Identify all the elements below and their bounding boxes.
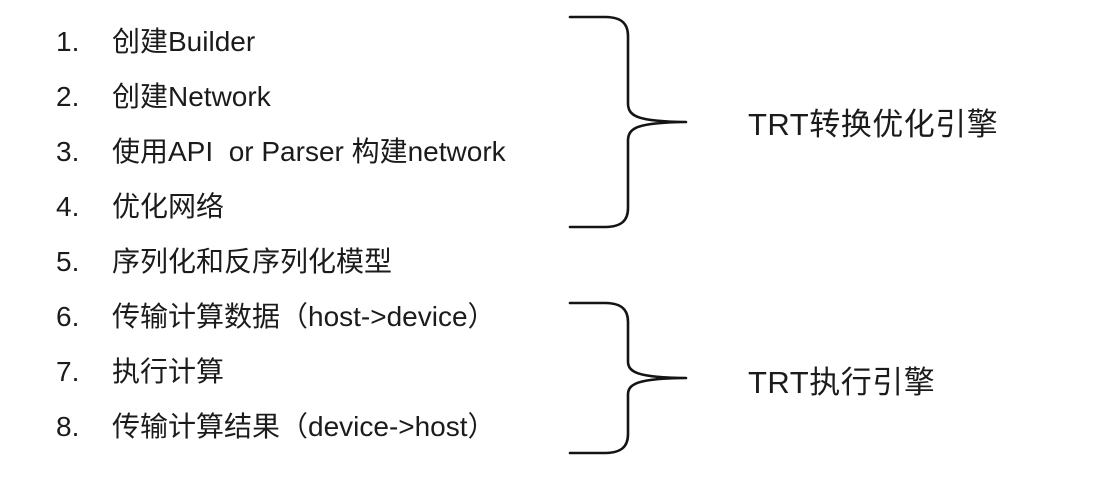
step-item: 7. 执行计算 xyxy=(56,355,224,389)
step-item: 1. 创建Builder xyxy=(56,25,255,59)
step-item: 8. 传输计算结果（device->host） xyxy=(56,410,496,444)
step-text: 使用API or Parser 构建network xyxy=(112,136,506,167)
step-text: 执行计算 xyxy=(112,356,225,387)
step-number: 5. xyxy=(56,246,80,277)
step-number: 2. xyxy=(56,81,80,112)
step-item: 4. 优化网络 xyxy=(56,190,224,224)
step-number: 8. xyxy=(56,411,80,442)
step-item: 6. 传输计算数据（host->device） xyxy=(56,300,496,334)
step-number: 1. xyxy=(56,26,80,57)
step-number: 6. xyxy=(56,301,80,332)
step-item: 3. 使用API or Parser 构建network xyxy=(56,135,506,169)
group-label-execution-engine: TRT执行引擎 xyxy=(748,365,936,400)
curly-brace-top-group xyxy=(568,15,688,229)
step-text: 序列化和反序列化模型 xyxy=(112,246,393,277)
step-item: 2. 创建Network xyxy=(56,80,271,114)
step-item: 5. 序列化和反序列化模型 xyxy=(56,245,392,279)
step-text: 优化网络 xyxy=(112,191,225,222)
step-number: 3. xyxy=(56,136,80,167)
curly-brace-bottom-group xyxy=(568,301,688,455)
step-text: 传输计算结果（device->host） xyxy=(112,411,496,442)
step-text: 传输计算数据（host->device） xyxy=(112,301,496,332)
step-text: 创建Builder xyxy=(112,26,256,57)
step-text: 创建Network xyxy=(112,81,271,112)
group-label-conversion-engine: TRT转换优化引擎 xyxy=(748,107,999,142)
step-number: 4. xyxy=(56,191,80,222)
step-number: 7. xyxy=(56,356,80,387)
